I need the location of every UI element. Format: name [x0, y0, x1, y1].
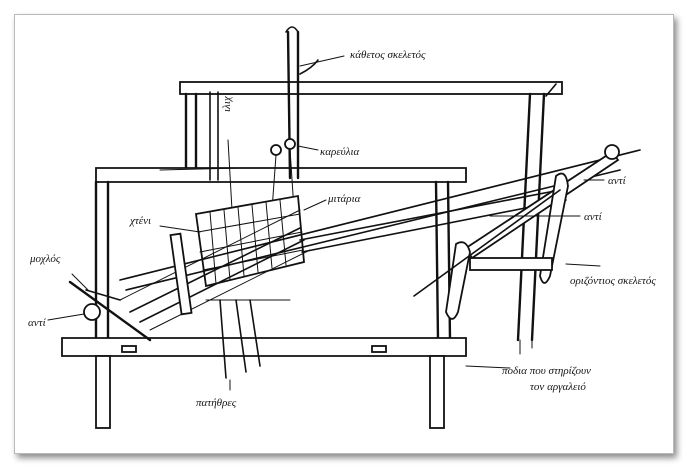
treadles [205, 299, 291, 379]
label-pulleys: καρεύλια [320, 146, 360, 158]
warp-beams [119, 149, 641, 331]
label-beam-left: αντί [28, 317, 47, 329]
pulleys [227, 138, 296, 211]
label-heddles: μιτάρια [327, 193, 361, 205]
ladder-post [209, 26, 319, 181]
label-support-line2: τον αργαλειό [530, 381, 586, 393]
base-beam [61, 337, 467, 357]
label-support-line1: ποδια που στηρίζουν [502, 365, 591, 377]
heddles [194, 194, 305, 288]
right-beams [413, 144, 620, 320]
middle-frame [94, 167, 467, 342]
reed [169, 232, 193, 316]
label-beam-right-top: αντί [608, 175, 627, 187]
label-beam-right-mid: αντί [584, 211, 603, 223]
label-horizontal-frame: οριζόντιος σκελετός [570, 275, 656, 287]
label-ladder: ιλιχ [221, 95, 233, 112]
horizontal-frame-beam [469, 257, 553, 271]
right-leg [429, 355, 445, 429]
label-reed: χτένι [129, 215, 151, 227]
middle-beam [95, 167, 467, 183]
vertical-frame-top-beam [179, 81, 563, 95]
label-treadles: πατήθρες [196, 397, 237, 409]
leader-lines [47, 55, 605, 391]
base-frame [61, 337, 533, 429]
label-vertical-frame: κάθετος σκελετός [350, 49, 426, 61]
label-lever: μοχλός [29, 253, 61, 265]
lever [68, 280, 152, 342]
left-leg [95, 355, 111, 429]
